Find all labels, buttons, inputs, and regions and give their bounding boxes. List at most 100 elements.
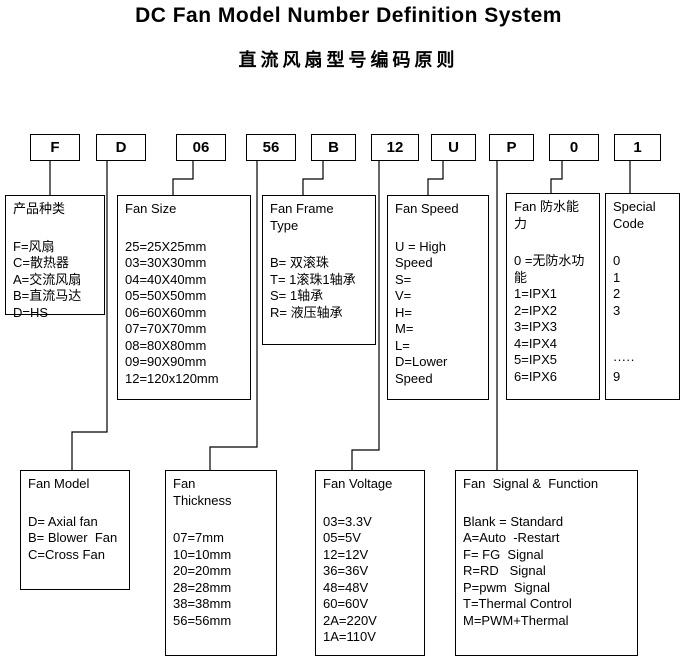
definition-line: C=散热器 (13, 255, 69, 270)
definition-line: 07=7mm (173, 530, 224, 545)
definition-line: 03=3.3V (323, 513, 372, 529)
definition-line: 08=80X80mm (125, 337, 207, 353)
code-box-fan-speed: U (431, 134, 476, 161)
definition-line: D=HS (13, 304, 49, 320)
definition-line: D=Lower Speed (395, 354, 452, 386)
definition-line: 0 =无防水功能 (514, 253, 585, 285)
definition-line: U = High Speed (395, 238, 450, 271)
definition-line: C=Cross Fan (28, 546, 105, 562)
connector-06-to-fan-size (172, 161, 194, 195)
def-box-title: Fan Thickness (173, 476, 232, 508)
code-box-product-type: F (30, 134, 80, 161)
definition-line: 6=IPX6 (514, 368, 558, 384)
definition-line: 28=28mm (173, 579, 232, 595)
definition-line: B=直流马达 (13, 288, 82, 303)
code-box-fan-size: 06 (176, 134, 226, 161)
definition-line: 2=IPX2 (514, 302, 558, 318)
definition-line: V= (395, 288, 412, 303)
definition-line: T=Thermal Control (463, 596, 572, 611)
def-box-title: Fan Voltage (323, 476, 393, 491)
code-box-special-code: 1 (614, 134, 661, 161)
definition-line: 12=12V (323, 546, 369, 562)
definition-line: F=风扇 (13, 238, 55, 254)
definition-line: 3 (613, 302, 621, 318)
def-box-title: Fan Frame Type (270, 201, 334, 233)
definition-line: 3=IPX3 (514, 319, 558, 334)
definition-line: 9 (613, 368, 621, 384)
def-box-title: Fan Signal & Function (463, 476, 599, 491)
definition-line: M= (395, 321, 414, 336)
definition-line: 07=70X70mm (125, 321, 207, 336)
def-box-title: Fan Size (125, 201, 177, 216)
definition-line: A=交流风扇 (13, 271, 82, 287)
definition-line: 56=56mm (173, 612, 232, 628)
connector-0-to-waterproof (550, 161, 563, 193)
definition-line: 48=48V (323, 579, 369, 595)
definition-line: A=Auto -Restart (463, 530, 560, 545)
definition-line: D= Axial fan (28, 513, 98, 529)
connector-b-to-frame-type (302, 161, 324, 195)
definition-line: 2A=220V (323, 612, 377, 628)
code-box-fan-voltage: 12 (371, 134, 419, 161)
definition-line: 36=36V (323, 563, 369, 578)
definition-line: 1=IPX1 (514, 286, 558, 301)
definition-line: 60=60V (323, 596, 369, 611)
code-box-fan-signal: P (489, 134, 534, 161)
code-box-fan-thickness: 56 (246, 134, 296, 161)
code-box-fan-model: D (96, 134, 146, 161)
definition-line: 38=38mm (173, 596, 232, 611)
definition-line: 5=IPX5 (514, 352, 558, 367)
definition-line: S= (395, 271, 412, 287)
definition-line: S= 1轴承 (270, 288, 324, 303)
definition-line: R=RD Signal (463, 563, 546, 578)
connector-u-to-fan-speed (427, 161, 444, 195)
definition-line: 06=60X60mm (125, 304, 207, 320)
definition-line: 2 (613, 286, 621, 301)
definition-line: B= Blower Fan (28, 530, 118, 545)
definition-line: R= 液压轴承 (270, 304, 343, 320)
definition-line: 05=50X50mm (125, 288, 207, 303)
definition-line: F= FG Signal (463, 546, 544, 562)
definition-line: Blank = Standard (463, 513, 564, 529)
definition-line: 04=40X40mm (125, 271, 207, 287)
definition-line: P=pwm Signal (463, 579, 551, 595)
def-box-title: Fan Speed (395, 201, 459, 216)
def-box-title: 产品种类 (13, 201, 66, 216)
definition-line: 25=25X25mm (125, 238, 207, 254)
definition-line: 1 (613, 269, 621, 285)
definition-line: ····· (613, 352, 635, 367)
definition-line: 0 (613, 253, 621, 268)
code-box-waterproof: 0 (549, 134, 599, 161)
def-box-title: Fan Model (28, 476, 90, 491)
definition-line: 10=10mm (173, 546, 232, 562)
definition-line: 05=5V (323, 530, 361, 545)
definition-line: M=PWM+Thermal (463, 612, 569, 628)
definition-line (613, 336, 675, 353)
def-box-title: Fan 防水能 力 (514, 199, 580, 231)
definition-line: 12=120x120mm (125, 370, 219, 386)
definition-line: T= 1滚珠1轴承 (270, 271, 356, 287)
page-title: DC Fan Model Number Definition System (135, 4, 562, 27)
page-subtitle: 直流风扇型号编码原则 (238, 50, 459, 70)
definition-line: 1A=110V (323, 629, 376, 644)
definition-line: L= (395, 337, 410, 353)
